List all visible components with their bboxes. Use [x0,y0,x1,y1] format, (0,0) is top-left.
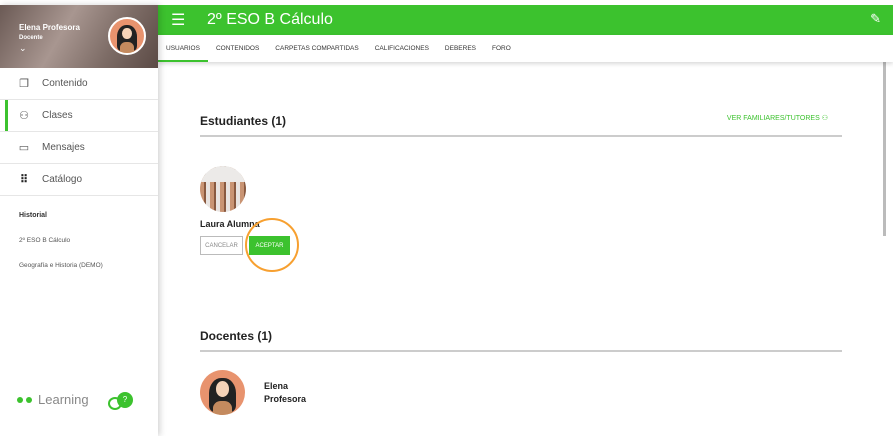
help-chat-button[interactable]: ? [108,392,134,412]
sidebar-item-clases[interactable]: ⚇ Clases [0,100,158,132]
teachers-title: Docentes (1) [200,329,842,352]
teachers-section: Docentes (1) [200,329,842,352]
pencil-icon[interactable]: ✎ [870,11,881,26]
accept-button[interactable]: ACEPTAR [249,236,290,255]
teacher-avatar [200,370,245,415]
brand-logo: Learning [17,392,89,407]
copy-icon: ❐ [19,78,29,90]
tab-usuarios[interactable]: USUARIOS [158,35,208,62]
tab-carpetas-compartidas[interactable]: CARPETAS COMPARTIDAS [275,45,359,52]
history-link[interactable]: 2º ESO B Cálculo [19,237,71,244]
profile-header[interactable]: Elena Profesora Docente ⌄ [0,5,158,68]
user-role: Docente [19,35,43,41]
teacher-name: Elena Profesora [264,381,307,404]
avatar [108,17,146,55]
users-icon: ⚇ [821,115,828,122]
page-title: 2º ESO B Cálculo [207,11,333,28]
sidebar-item-contenido[interactable]: ❐ Contenido [0,68,158,100]
student-avatar [200,166,246,212]
students-section: Estudiantes (1) VER FAMILIARES/TUTORES ⚇ [200,114,842,137]
brand-name: Learning [38,392,89,407]
history-title: Historial [19,212,48,219]
sidebar-item-mensajes[interactable]: ▭ Mensajes [0,132,158,164]
tab-calificaciones[interactable]: CALIFICACIONES [374,45,429,52]
menu-icon[interactable]: ☰ [171,12,186,29]
cancel-button[interactable]: CANCELAR [200,236,243,255]
sidebar-item-label: Contenido [42,78,88,89]
grid-icon: ⠿ [19,174,29,186]
history-link[interactable]: Geografía e Historia (DEMO) [19,262,103,269]
tab-contenidos[interactable]: CONTENIDOS [215,45,260,52]
users-icon: ⚇ [19,110,29,122]
sidebar-item-catalogo[interactable]: ⠿ Catálogo [0,164,158,196]
history: Historial 2º ESO B Cálculo Geografía e H… [0,196,158,269]
tabs: USUARIOS CONTENIDOS CARPETAS COMPARTIDAS… [158,35,893,62]
chevron-down-icon[interactable]: ⌄ [19,43,27,53]
students-title: Estudiantes (1) [200,114,842,137]
scrollbar[interactable] [883,62,886,236]
tab-deberes[interactable]: DEBERES [444,45,476,52]
student-name: Laura Alumna [200,219,260,229]
tab-foro[interactable]: FORO [492,45,511,52]
top-bar: ☰ 2º ESO B Cálculo ✎ [158,5,893,35]
view-tutors-link[interactable]: VER FAMILIARES/TUTORES ⚇ [727,114,828,122]
sidebar-item-label: Catálogo [42,174,83,185]
view-tutors-label: VER FAMILIARES/TUTORES [726,115,820,122]
sidebar: Elena Profesora Docente ⌄ ❐ Contenido ⚇ Cl… [0,5,158,436]
sidebar-item-label: Clases [42,110,73,121]
user-name: Elena Profesora [19,23,80,32]
help-icon: ? [117,392,133,408]
message-icon: ▭ [18,142,30,154]
sidebar-item-label: Mensajes [42,142,85,153]
